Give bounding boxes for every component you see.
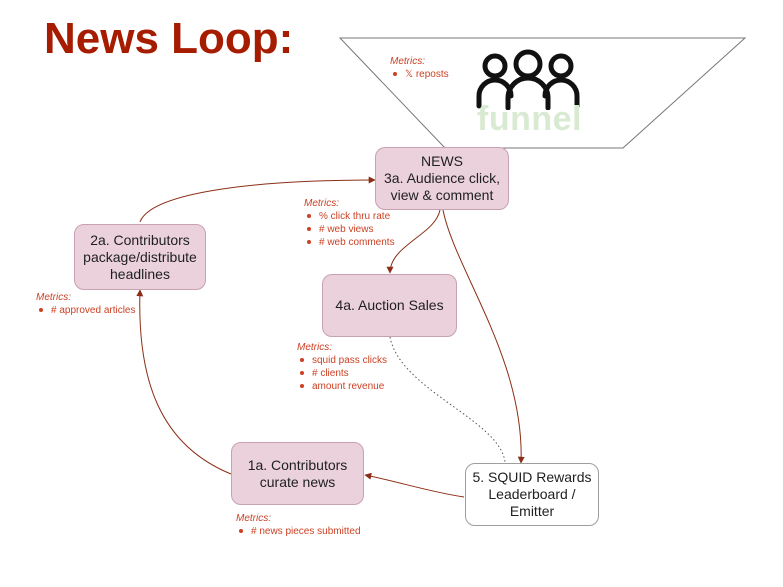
node-auction-sales: 4a. Auction Sales — [322, 274, 457, 337]
arrow-news-to-squid — [442, 209, 525, 464]
metrics-contributors-package: Metrics: # approved articles — [36, 291, 136, 317]
metric-item: # web comments — [304, 236, 395, 249]
people-group-icon — [476, 49, 580, 110]
node-package-line1: 2a. Contributors — [90, 231, 190, 248]
node-news-line2: 3a. Audience click, — [384, 170, 500, 186]
metric-item: # news pieces submitted — [236, 525, 361, 538]
metrics-heading: Metrics: — [304, 198, 339, 209]
metrics-heading: Metrics: — [390, 56, 425, 67]
node-contributors-package: 2a. Contributors package/distribute head… — [74, 224, 206, 290]
node-package-line2: package/distribute — [83, 248, 197, 265]
page-title: News Loop: — [44, 14, 294, 63]
node-curate-line2: curate news — [259, 473, 336, 490]
node-package-line3: headlines — [110, 265, 170, 282]
metric-item: % click thru rate — [304, 210, 395, 223]
node-news: NEWS 3a. Audience click, view & comment — [375, 147, 509, 210]
node-squid-rewards: 5. SQUID Rewards Leaderboard / Emitter — [465, 463, 599, 526]
funnel-metrics: Metrics: 𝕏 reposts — [390, 55, 449, 81]
node-squid-line1: 5. SQUID Rewards — [472, 469, 592, 485]
arrow-squid-to-curate — [364, 472, 465, 498]
node-squid-line2: Leaderboard / — [488, 486, 576, 502]
node-squid-line3: Emitter — [509, 503, 555, 519]
metric-item: # clients — [297, 367, 387, 380]
arrow-news-to-auction — [386, 209, 441, 274]
metric-item: amount revenue — [297, 380, 387, 393]
metrics-heading: Metrics: — [297, 342, 332, 353]
dotted-auction-to-squid — [389, 336, 506, 463]
metric-item: # approved articles — [36, 304, 136, 317]
funnel-label: funnel — [477, 100, 582, 138]
node-news-line1: NEWS — [421, 153, 463, 169]
metric-item: 𝕏 reposts — [390, 68, 449, 81]
metrics-heading: Metrics: — [36, 292, 71, 303]
metric-item: squid pass clicks — [297, 354, 387, 367]
node-auction-line1: 4a. Auction Sales — [335, 297, 444, 313]
arrow-package-to-news — [139, 176, 376, 223]
node-contributors-curate: 1a. Contributors curate news — [231, 442, 364, 505]
metrics-news: Metrics: % click thru rate # web views #… — [304, 197, 395, 249]
metrics-contributors-curate: Metrics: # news pieces submitted — [236, 512, 361, 538]
metrics-heading: Metrics: — [236, 513, 271, 524]
node-news-line3: view & comment — [390, 187, 494, 203]
metric-item: # web views — [304, 223, 395, 236]
arrow-curate-to-package — [136, 289, 232, 475]
node-curate-line1: 1a. Contributors — [247, 456, 348, 473]
metrics-auction-sales: Metrics: squid pass clicks # clients amo… — [297, 341, 387, 393]
funnel-shape — [338, 37, 747, 149]
